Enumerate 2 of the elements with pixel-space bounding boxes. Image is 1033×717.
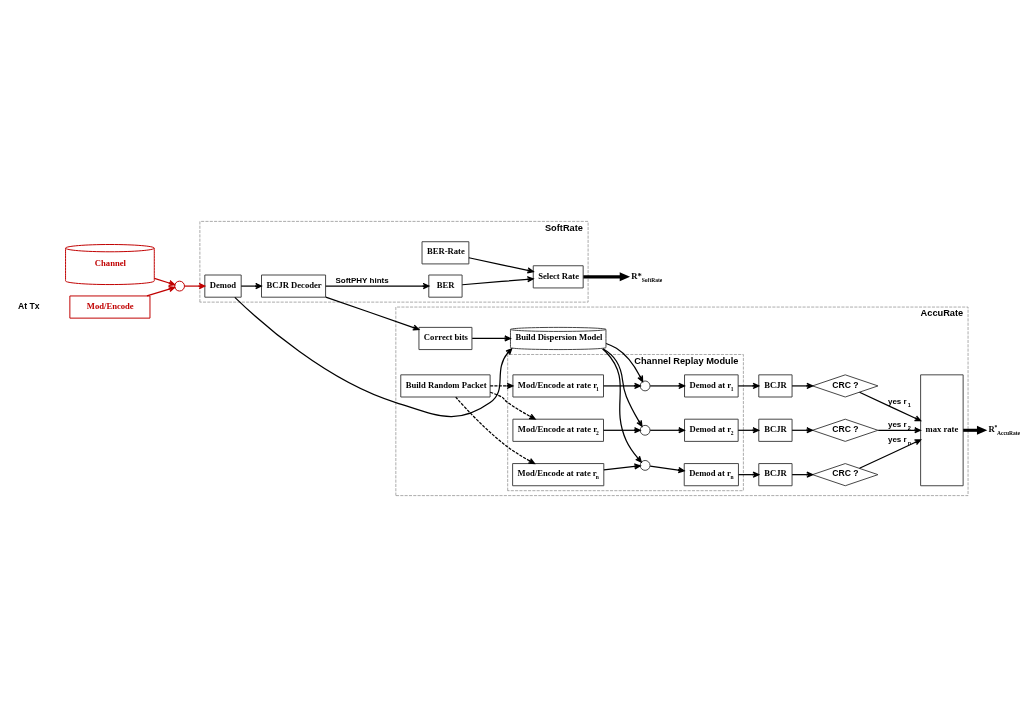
label: At Tx <box>18 300 40 311</box>
node-text: R*$_{SoftRate}$ <box>631 270 663 283</box>
